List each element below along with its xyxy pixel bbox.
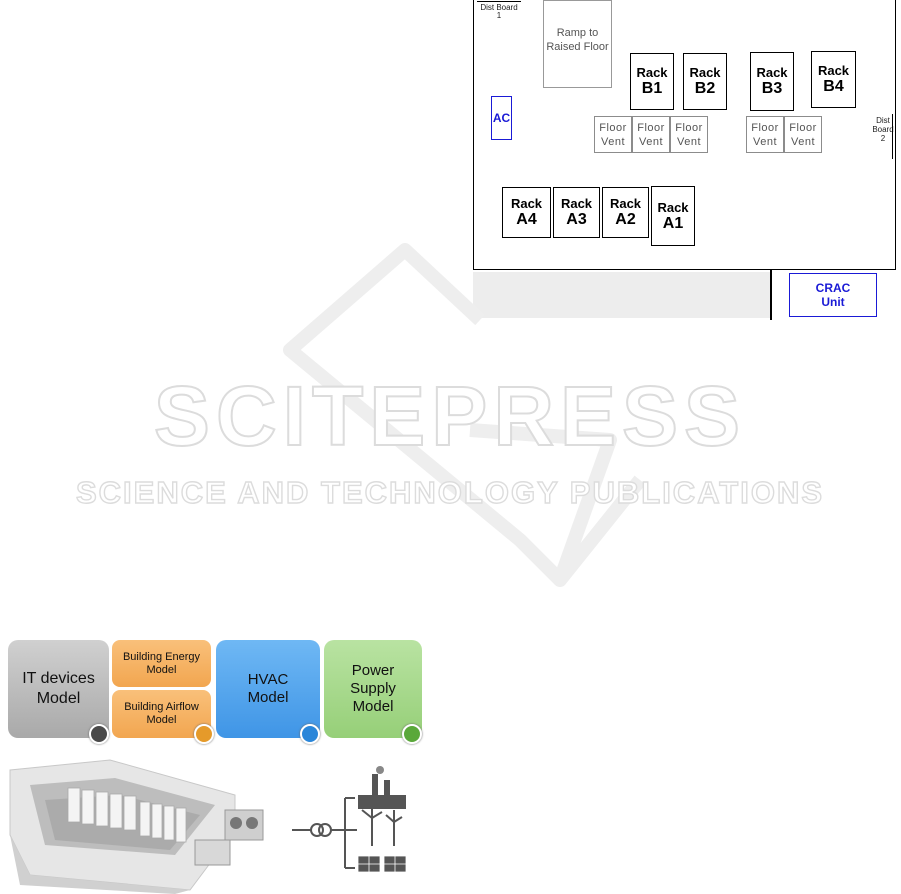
corridor-strip (473, 272, 771, 318)
power-supply-line1: Power (351, 662, 395, 679)
rack-a4-id: A4 (516, 211, 537, 228)
rack-b1-label: Rack (636, 65, 668, 80)
rack-b4-id: B4 (823, 78, 844, 95)
rack-a4-label: Rack (510, 196, 543, 211)
rack-b1: Rack B1 (630, 53, 674, 110)
building-airflow-line2: Model (146, 714, 177, 726)
rack-b3-id: B3 (761, 80, 783, 97)
rack-a1-id: A1 (662, 214, 684, 232)
rack-b1-id: B1 (641, 80, 663, 97)
floor-vent-4-line1: Floor (751, 121, 779, 134)
rack-a3-label: Rack (560, 196, 593, 211)
floor-vent-2-line2: Vent (638, 135, 664, 148)
rack-b2-label: Rack (689, 65, 721, 80)
dist-board-1-line1: Dist Board (480, 3, 518, 12)
server-icon (89, 724, 109, 744)
floor-vent-1-line1: Floor (599, 121, 627, 134)
rack-a3: Rack A3 (553, 187, 600, 238)
floor-vent-2-line1: Floor (637, 121, 665, 134)
ac-label: AC (492, 111, 511, 125)
floor-vent-5-line2: Vent (790, 135, 816, 148)
ac-unit: AC (491, 96, 512, 140)
it-devices-line1: IT devices (22, 670, 95, 687)
floor-vent-2: Floor Vent (632, 116, 670, 153)
dist-board-2-mark (892, 114, 895, 159)
hvac-line1: HVAC (247, 671, 289, 688)
crac-line1: CRAC (815, 281, 851, 295)
power-supply-line2: Supply (350, 680, 396, 697)
rack-a2: Rack A2 (602, 187, 649, 238)
ramp-line2: Raised Floor (546, 41, 609, 53)
solar-panel-icon (357, 855, 407, 873)
watermark-title: SCITEPRESS (154, 369, 746, 463)
floor-vent-1: Floor Vent (594, 116, 632, 153)
floor-vent-3-line2: Vent (676, 135, 702, 148)
data-center-floor-plan: Dist Board 1 Ramp to Raised Floor AC Rac… (473, 0, 901, 320)
snowflake-icon (300, 724, 320, 744)
building-airflow-line1: Building Airflow (124, 701, 199, 713)
transformer-icon (292, 797, 357, 869)
rack-a1-label: Rack (657, 199, 689, 215)
floor-vent-4: Floor Vent (746, 116, 784, 153)
floor-vent-3-line1: Floor (675, 121, 703, 134)
hvac-model-tile: HVAC Model (216, 640, 320, 738)
data-center-building (9, 759, 264, 894)
crac-line2: Unit (821, 295, 845, 309)
factory-icon (358, 766, 406, 809)
wind-turbine-icon (361, 804, 403, 846)
rack-a1: Rack A1 (651, 186, 695, 246)
wall-divider (770, 270, 772, 320)
floor-vent-5-line1: Floor (789, 121, 817, 134)
floor-vent-3: Floor Vent (670, 116, 708, 153)
floor-vent-1-line2: Vent (600, 135, 626, 148)
dist-board-2-line2: Board (872, 125, 894, 134)
dist-board-2-line1: Dist (876, 116, 890, 125)
crac-unit: CRAC Unit (789, 273, 877, 317)
building-energy-line2: Model (146, 663, 177, 676)
room-outline (473, 0, 896, 270)
building-airflow-model-tile: Building Airflow Model (112, 690, 211, 738)
dist-board-1-line2: 1 (496, 11, 502, 20)
building-energy-line1: Building Energy (122, 650, 201, 663)
floor-vent-4-line2: Vent (752, 135, 778, 148)
rack-a2-id: A2 (615, 211, 636, 228)
dist-board-2: Dist Board 2 (869, 116, 897, 143)
power-supply-model-tile: Power Supply Model (324, 640, 422, 738)
rack-b2-id: B2 (694, 80, 716, 97)
data-center-illustration (9, 759, 407, 894)
rack-b4-label: Rack (817, 63, 850, 78)
rack-a2-label: Rack (609, 196, 642, 211)
ramp-line1: Ramp to (556, 27, 599, 39)
rack-a3-id: A3 (566, 211, 587, 228)
it-devices-model-tile: IT devices Model (8, 640, 109, 738)
it-devices-line2: Model (36, 690, 81, 707)
floor-vent-5: Floor Vent (784, 116, 822, 153)
dist-board-1: Dist Board 1 (479, 4, 519, 20)
rack-b3-label: Rack (756, 65, 788, 80)
rack-b2: Rack B2 (683, 53, 727, 110)
building-icon (194, 724, 214, 744)
dist-board-2-line3: 2 (880, 134, 886, 143)
hvac-line2: Model (247, 689, 289, 706)
ramp-to-raised-floor: Ramp to Raised Floor (543, 0, 612, 88)
power-plug-icon (402, 724, 422, 744)
power-supply-line3: Model (352, 698, 394, 715)
rack-a4: Rack A4 (502, 187, 551, 238)
watermark-subtitle: SCIENCE AND TECHNOLOGY PUBLICATIONS (76, 475, 824, 510)
dist-board-1-mark (477, 1, 521, 2)
rack-b4: Rack B4 (811, 51, 856, 108)
building-energy-model-tile: Building Energy Model (112, 640, 211, 687)
rack-b3: Rack B3 (750, 52, 794, 111)
